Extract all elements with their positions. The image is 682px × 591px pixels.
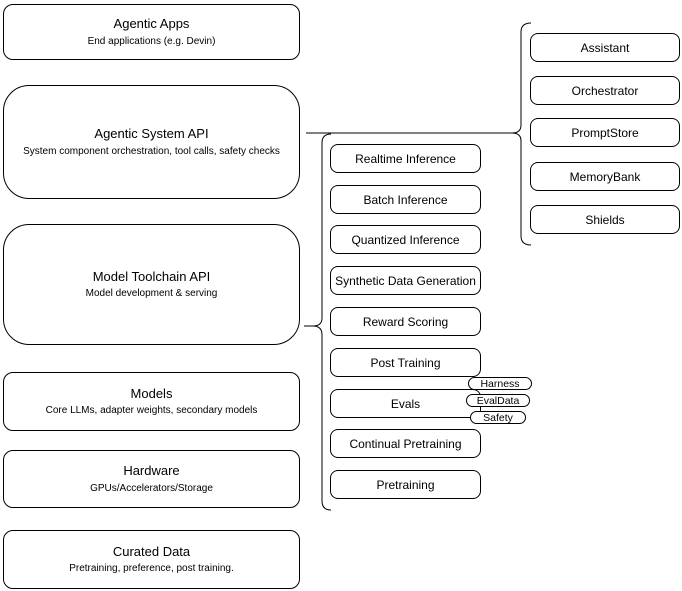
node-shields: Shields — [530, 205, 680, 234]
node-promptstore: PromptStore — [530, 118, 680, 147]
node-title: Curated Data — [112, 543, 191, 559]
node-agentic-system-api: Agentic System API System component orch… — [3, 85, 300, 199]
node-quantized-inference: Quantized Inference — [330, 225, 481, 254]
node-label: PromptStore — [571, 125, 639, 140]
node-title: Model Toolchain API — [92, 268, 211, 284]
node-post-training: Post Training — [330, 348, 481, 377]
node-title: Agentic Apps — [113, 16, 190, 32]
tag-evaldata: EvalData — [466, 394, 530, 407]
node-label: Orchestrator — [571, 83, 639, 98]
node-agentic-apps: Agentic Apps End applications (e.g. Devi… — [3, 4, 300, 60]
node-label: Evals — [390, 396, 421, 411]
tag-label: EvalData — [476, 394, 520, 407]
node-batch-inference: Batch Inference — [330, 185, 481, 214]
node-continual-pretraining: Continual Pretraining — [330, 429, 481, 458]
node-label: MemoryBank — [569, 169, 641, 184]
tag-harness: Harness — [468, 377, 532, 390]
node-subtitle: Core LLMs, adapter weights, secondary mo… — [45, 405, 258, 417]
node-label: Quantized Inference — [351, 232, 460, 247]
node-evals: Evals — [330, 389, 481, 418]
node-label: Continual Pretraining — [349, 436, 462, 451]
node-subtitle: Model development & serving — [85, 288, 218, 300]
node-subtitle: End applications (e.g. Devin) — [87, 35, 216, 47]
node-reward-scoring: Reward Scoring — [330, 307, 481, 336]
node-assistant: Assistant — [530, 33, 680, 62]
node-synthetic-data-generation: Synthetic Data Generation — [330, 266, 481, 295]
node-label: Synthetic Data Generation — [335, 273, 476, 288]
system-components-brace — [511, 22, 532, 246]
node-orchestrator: Orchestrator — [530, 76, 680, 105]
node-model-toolchain-api: Model Toolchain API Model development & … — [3, 224, 300, 345]
node-curated-data: Curated Data Pretraining, preference, po… — [3, 530, 300, 589]
node-models: Models Core LLMs, adapter weights, secon… — [3, 372, 300, 431]
node-title: Agentic System API — [94, 126, 209, 142]
node-label: Pretraining — [376, 477, 435, 492]
node-label: Realtime Inference — [355, 151, 456, 166]
node-subtitle: GPUs/Accelerators/Storage — [90, 482, 213, 494]
tag-label: Harness — [480, 377, 520, 390]
node-label: Batch Inference — [363, 192, 448, 207]
toolchain-components-brace — [312, 133, 332, 511]
node-label: Reward Scoring — [362, 314, 449, 329]
node-subtitle: System component orchestration, tool cal… — [23, 145, 280, 157]
node-title: Models — [130, 385, 173, 401]
node-pretraining: Pretraining — [330, 470, 481, 499]
node-memorybank: MemoryBank — [530, 162, 680, 191]
tag-safety: Safety — [470, 411, 526, 424]
node-hardware: Hardware GPUs/Accelerators/Storage — [3, 450, 300, 508]
node-label: Shields — [585, 212, 625, 227]
node-realtime-inference: Realtime Inference — [330, 144, 481, 173]
node-title: Hardware — [123, 463, 180, 479]
node-label: Assistant — [580, 40, 630, 55]
tag-label: Safety — [483, 411, 513, 424]
node-label: Post Training — [370, 355, 441, 370]
node-subtitle: Pretraining, preference, post training. — [69, 563, 234, 575]
